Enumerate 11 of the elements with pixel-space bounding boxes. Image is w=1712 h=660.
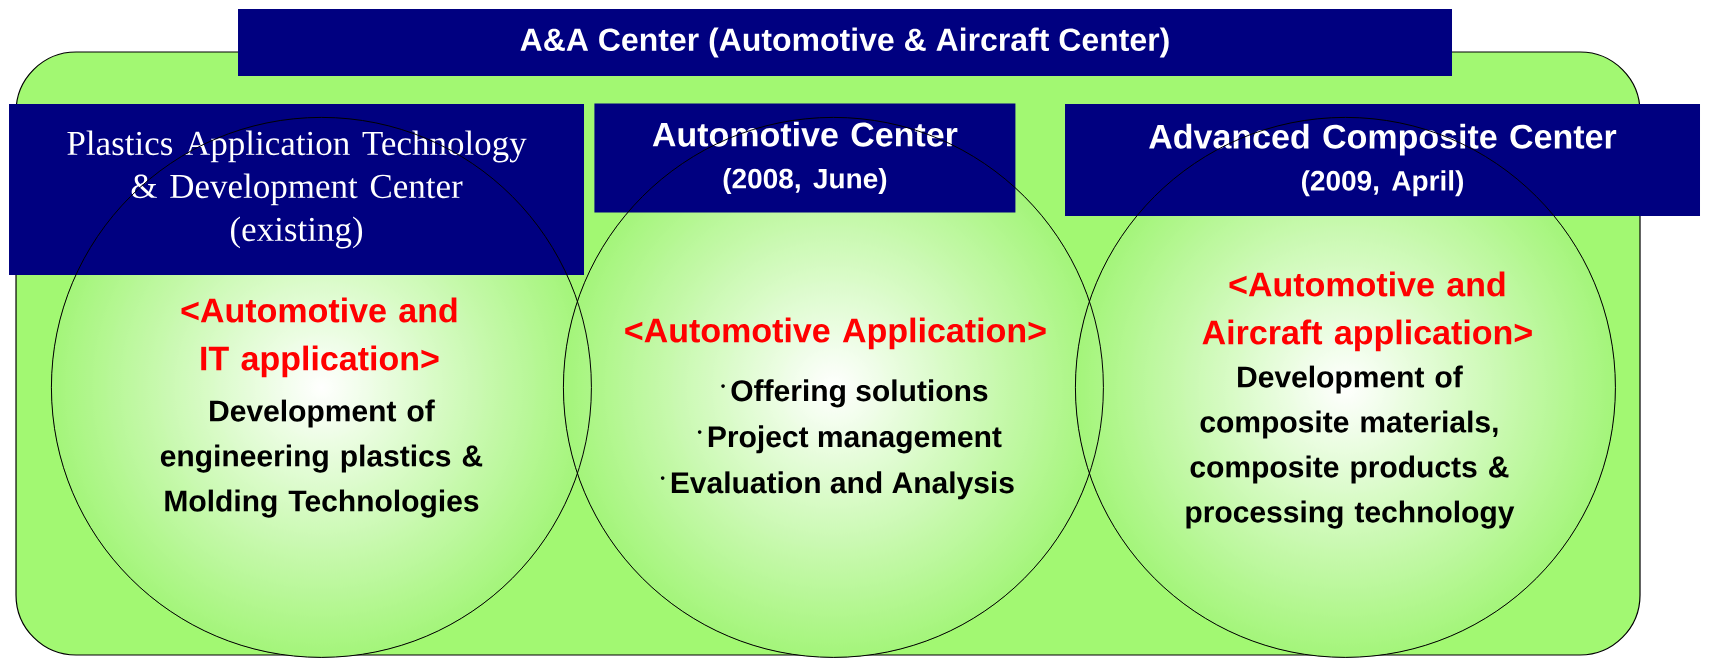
description: Development of engineering plastics & Molding Technologies: [160, 399, 483, 518]
bullet-item: Offering solutions: [721, 379, 988, 408]
heading: <Automotive Application>: [625, 317, 1046, 350]
description: Development of composite materials, composite products & processing technology: [1186, 365, 1515, 529]
header-box: Automotive Center (2008, June): [594, 103, 1016, 213]
heading: <Automotive and Aircraft application>: [1202, 271, 1532, 352]
bullet-item: Project management: [697, 425, 1002, 454]
bullet-item: Evaluation and Analysis: [660, 471, 1014, 500]
title-banner: A&A Center (Automotive & Aircraft Center): [238, 9, 1452, 76]
header-box: Advanced Composite Center (2009, April): [1065, 104, 1700, 216]
heading: <Automotive and IT application>: [181, 297, 457, 378]
